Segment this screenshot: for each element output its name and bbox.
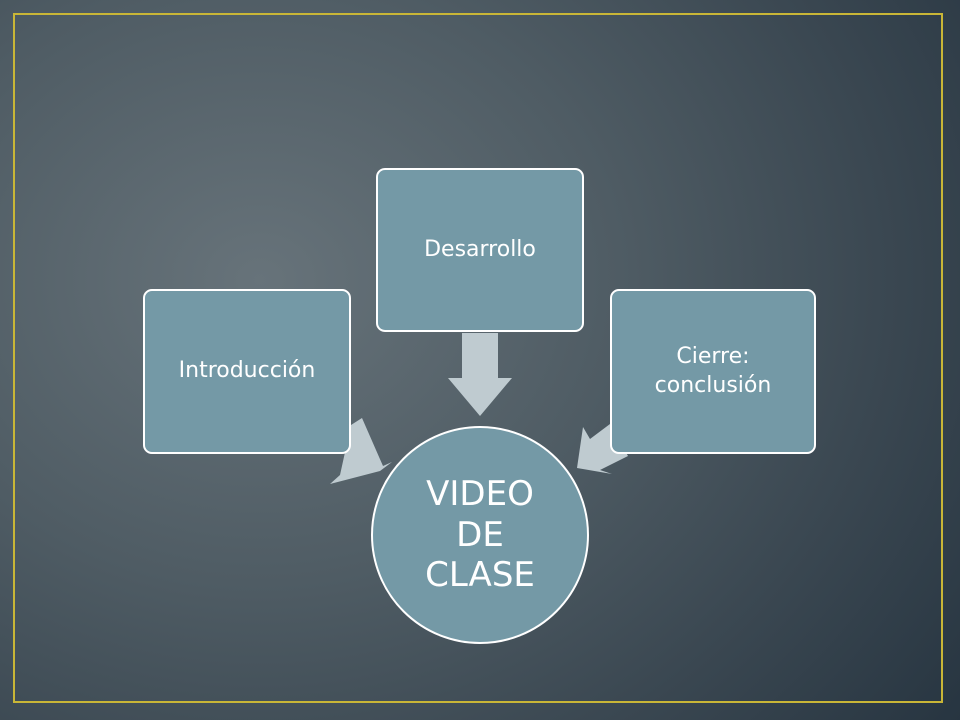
- node-cierre-label: Cierre: conclusión: [654, 343, 772, 398]
- node-desarrollo: Desarrollo: [376, 168, 584, 332]
- slide-frame: [13, 13, 943, 703]
- node-introduccion: Introducción: [143, 289, 351, 454]
- center-circle: VIDEO DE CLASE: [371, 426, 589, 644]
- node-introduccion-label: Introducción: [178, 358, 316, 384]
- node-desarrollo-label: Desarrollo: [424, 236, 536, 262]
- arrow-intro-to-center: [330, 418, 392, 484]
- arrow-dev-to-center: [448, 333, 512, 416]
- node-cierre: Cierre: conclusión: [610, 289, 816, 454]
- center-circle-label: VIDEO DE CLASE: [425, 473, 535, 596]
